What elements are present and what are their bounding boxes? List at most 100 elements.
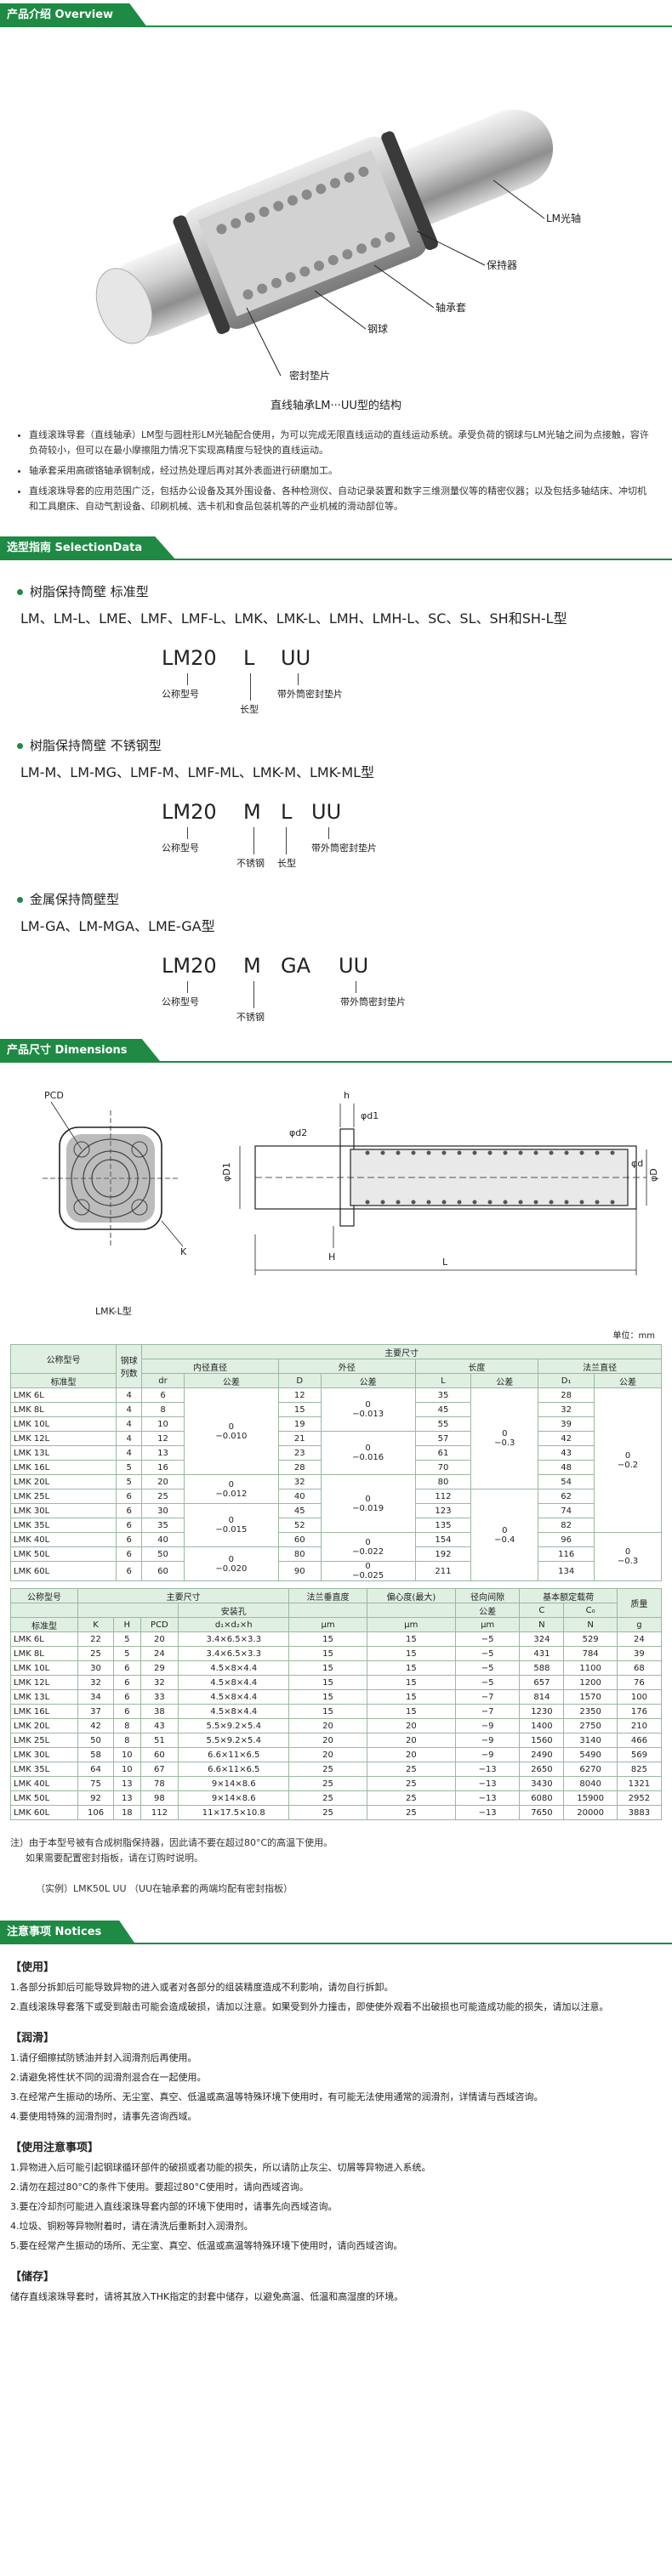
table-cell: 68 [616, 1660, 663, 1676]
table-cell: 15 [288, 1646, 367, 1661]
table-cell: LMK 13L [9, 1689, 79, 1705]
spec-table-1: 公称型号 钢球列数 主要尺寸 内径直径 外径 长度 法兰直径 标准型 dr 公差… [9, 1344, 662, 1581]
table-cell: LMK 30L [9, 1503, 117, 1518]
table-cell: 20 [366, 1747, 456, 1762]
table-cell: 20 [288, 1733, 367, 1748]
table-cell: 18 [112, 1805, 141, 1820]
table-cell: 176 [616, 1704, 663, 1719]
notice-item: 1.各部分拆卸后可能导致异物的进入或者对各部分的组装精度造成不利影响，请勿自行拆… [10, 1982, 394, 1993]
table-cell: 1570 [563, 1689, 618, 1705]
dimension-notes: 注）由于本型号被有合成树脂保持器，因此请不要在超过80°C的高温下使用。 如果需… [10, 1836, 655, 1897]
table-cell: 20 [288, 1718, 367, 1733]
table-cell: 15 [288, 1631, 367, 1647]
table-cell: 52 [277, 1518, 322, 1533]
notice-item: 4.要使用特殊的润滑剂时，请事先咨询西域。 [10, 2111, 197, 2122]
table-cell: 0 −0.012 [183, 1474, 279, 1504]
drawing-D: φD [648, 1168, 659, 1182]
th-flange: 法兰直径 [538, 1359, 662, 1374]
drawing-d2: φd2 [289, 1127, 307, 1138]
group-series: LM-GA、LM-MGA、LME-GA型 [20, 918, 215, 934]
notice-item: 2.请勿在超过80°C的条件下使用。要超过80°C使用时，请向西域咨询。 [10, 2182, 309, 2193]
bullet-dot-icon [17, 589, 23, 595]
table-cell: 80 [277, 1546, 322, 1562]
table-cell: 60 [140, 1747, 179, 1762]
note-line: 如果需要配置密封指板，请在订购时说明。 [26, 1853, 203, 1864]
table-cell: 20 [140, 1631, 179, 1647]
leader-line [253, 827, 254, 854]
table-cell: 15 [288, 1660, 367, 1676]
table-cell: LMK 10L [9, 1660, 79, 1676]
th-model: 公称型号 [9, 1344, 117, 1374]
code-part: GA [281, 954, 311, 978]
table-cell: 4.5×8×4.4 [178, 1675, 290, 1690]
table-cell: 55 [414, 1416, 472, 1432]
table-cell: 0 −0.4 [470, 1489, 539, 1581]
th-model: 公称型号 [9, 1588, 79, 1603]
table-cell: 19 [277, 1416, 322, 1432]
th-main: 主要尺寸 [141, 1344, 662, 1359]
table-cell: 588 [519, 1660, 565, 1676]
drawing-D1: φD1 [221, 1162, 232, 1182]
th-D: D [277, 1373, 322, 1388]
table-cell: −13 [454, 1762, 521, 1777]
table-cell: 32 [77, 1675, 114, 1690]
table-cell: 0 −0.013 [320, 1387, 416, 1432]
table-cell: 15 [366, 1660, 456, 1676]
notices-body: 【使用】1.各部分拆卸后可能导致异物的进入或者对各部分的组装精度造成不利影响，请… [0, 1958, 672, 2305]
table-cell: LMK 8L [9, 1402, 117, 1417]
notice-item: 3.在经常产生振动的场所、无尘室、真空、低温或高温等特殊环境下使用时，有可能无法… [10, 2091, 544, 2102]
table-cell: 6.6×11×6.5 [178, 1762, 290, 1777]
table-cell: 6 [116, 1532, 143, 1547]
table-cell: 6 [112, 1675, 141, 1690]
code-label: 不锈钢 [236, 858, 265, 869]
th-blank [9, 1603, 79, 1618]
table-cell: 61 [414, 1445, 472, 1461]
table-cell: LMK 35L [9, 1762, 79, 1777]
table-cell: 24 [616, 1631, 663, 1647]
th-N: N [563, 1617, 618, 1632]
table-cell: 16 [141, 1460, 185, 1475]
table-cell: 15900 [563, 1790, 618, 1806]
table-cell: 112 [414, 1489, 472, 1504]
notice-item: 2.请避免将性状不同的润滑剂混合在一起使用。 [10, 2072, 207, 2083]
table-cell: −9 [454, 1747, 521, 1762]
table-cell: 9×14×8.6 [178, 1790, 290, 1806]
table-cell: 6 [112, 1689, 141, 1705]
table-cell: 15 [366, 1646, 456, 1661]
table-cell: 40 [277, 1489, 322, 1504]
table-cell: 75 [77, 1776, 114, 1791]
table-cell: 50 [141, 1546, 185, 1562]
th-tol: 公差 [470, 1373, 539, 1388]
table-cell: 30 [141, 1503, 185, 1518]
table-cell: 0 −0.010 [183, 1387, 279, 1475]
table-cell: 80 [414, 1474, 472, 1489]
table-cell: LMK 6L [9, 1631, 79, 1647]
unit-label: 单位：mm [612, 1331, 655, 1341]
table-cell: 30 [77, 1660, 114, 1676]
bearing-illustration: LM光轴 保持器 轴承套 钢球 密封垫片 [9, 36, 663, 384]
code-part: UU [281, 646, 311, 670]
leader-line [286, 827, 287, 854]
table-cell: 60 [141, 1561, 185, 1581]
drawing-L: L [442, 1257, 448, 1268]
table-cell: 0 −0.022 [320, 1532, 416, 1562]
th-blank [77, 1603, 179, 1618]
dimensions-header: 产品尺寸 Dimensions [0, 1036, 672, 1063]
bullet-item: 直线滚珠导套的应用范围广泛，包括办公设备及其外围设备、各种检测仪、自动记录装置和… [29, 484, 655, 514]
table-cell: 3140 [563, 1733, 618, 1748]
th-dr: dr [141, 1373, 185, 1388]
table-cell: 2750 [563, 1718, 618, 1733]
th-g: g [616, 1617, 663, 1632]
table-cell: 70 [414, 1460, 472, 1475]
selection-title: 选型指南 SelectionData [0, 536, 177, 560]
leader-line [250, 673, 251, 701]
